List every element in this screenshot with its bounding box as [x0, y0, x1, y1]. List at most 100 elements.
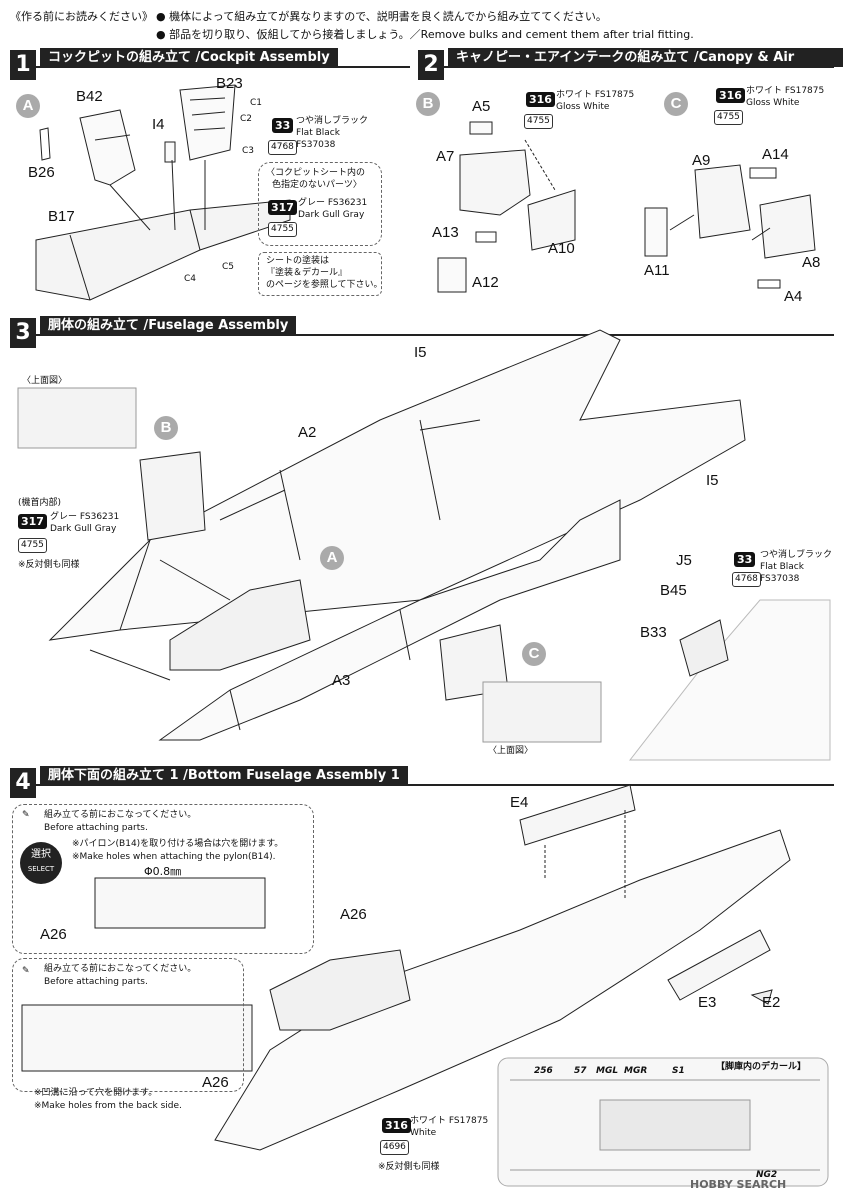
part-e4: E4 — [510, 794, 529, 811]
step1-seat-note-2: 『塗装＆デカール』 — [266, 268, 348, 278]
step4-paint-en: White — [410, 1128, 437, 1138]
decal-s1: S1 — [672, 1066, 685, 1076]
step1-paint1-number: 33 — [272, 118, 294, 133]
part-a12: A12 — [472, 274, 499, 291]
part-b17: B17 — [48, 208, 75, 225]
step3-paint1-number: 317 — [18, 514, 47, 529]
part-a9: A9 — [692, 152, 711, 169]
part-a26: A26 — [340, 906, 367, 923]
step2-paint-c-jp: ホワイト FS17875 — [746, 86, 825, 96]
step4-paint-code: 4696 — [380, 1140, 409, 1155]
step1-seat-note-box — [258, 252, 382, 296]
step1-unspecified-parts-box — [258, 162, 382, 246]
part-b26: B26 — [28, 164, 55, 181]
step1-paint1-jp: つや消しブラック — [296, 116, 369, 126]
part-a13: A13 — [432, 224, 459, 241]
step4-pre-assembly-box-1 — [12, 804, 314, 954]
step3-paint2-code: 4768 — [732, 572, 761, 587]
step1-number: 1 — [10, 50, 36, 80]
decal-inset-title: 【脚庫内のデカール】 — [716, 1062, 807, 1072]
tool-icon-2: ✎ — [22, 966, 30, 976]
step2-title: キャノピー・エアインテークの組み立て /Canopy & Air Intake … — [448, 48, 843, 82]
part-c2: C2 — [240, 114, 253, 124]
step1-seat-note-1: シートの塗装は — [266, 256, 330, 266]
step1-title: コックピットの組み立て /Cockpit Assembly — [40, 48, 338, 67]
part-b42: B42 — [76, 88, 103, 105]
part-a3: A3 — [332, 672, 351, 689]
step4-paint-jp: ホワイト FS17875 — [410, 1116, 489, 1126]
part-a2: A2 — [298, 424, 317, 441]
decal-256: 256 — [534, 1066, 553, 1076]
step3-nose-interior-label: (機首内部) — [18, 498, 62, 508]
part-a26-box1: A26 — [40, 926, 67, 943]
step4-box1-note-en: ※Make holes when attaching the pylon(B14… — [72, 852, 276, 862]
step1-paint2-jp: グレー FS36231 — [298, 198, 368, 208]
part-a14: A14 — [762, 146, 789, 163]
step1-paint2-number: 317 — [268, 200, 297, 215]
step3-paint1-code: 4755 — [18, 538, 47, 553]
step3-subassembly-b-marker: B — [154, 416, 178, 440]
step2-paint-b-en: Gloss White — [556, 102, 610, 112]
step3-paint2-number: 33 — [734, 552, 756, 567]
step4-paint-number: 316 — [382, 1118, 411, 1133]
tool-icon-1: ✎ — [22, 810, 30, 820]
part-i4: I4 — [152, 116, 165, 133]
step1-note-line1: 〈コクピットシート内の — [266, 168, 366, 178]
step4-box1-jp: 組み立てる前におこなってください。 — [44, 810, 197, 820]
part-a10: A10 — [548, 240, 575, 257]
select-badge-en: SELECT — [27, 865, 55, 873]
decal-57: 57 — [574, 1066, 587, 1076]
step3-subassembly-c-marker: C — [522, 642, 546, 666]
step3-paint1-jp: グレー FS36231 — [50, 512, 120, 522]
step1-paint1-code: 4768 — [268, 140, 297, 155]
select-badge: 選択 SELECT — [20, 842, 62, 884]
step4-box2-note-jp: ※凹溝に沿って穴を開けます。 — [34, 1088, 158, 1098]
step4-box2-en: Before attaching parts. — [44, 977, 148, 987]
part-b23: B23 — [216, 75, 243, 92]
step4-pre-assembly-box-2 — [12, 958, 244, 1092]
bullet-text-1: 機体によって組み立てが異なりますので、説明書を良く読んでから組み立ててください。 — [169, 10, 607, 23]
decal-ng2: NG2 — [756, 1170, 778, 1180]
step2-paint-c-code: 4755 — [714, 110, 743, 125]
read-before-note: 《作る前にお読みください》 — [10, 10, 153, 23]
step3-paint2-en: Flat Black — [760, 562, 804, 572]
step3-paint2-jp: つや消しブラック — [760, 550, 833, 560]
part-a8: A8 — [802, 254, 821, 271]
step4-box1-note-jp: ※パイロン(B14)を取り付ける場合は穴を開けます。 — [72, 839, 284, 849]
part-c1: C1 — [250, 98, 263, 108]
step3-paint2-fs: FS37038 — [760, 574, 800, 584]
decal-mgr: MGR — [624, 1066, 648, 1076]
select-badge-jp: 選択 — [31, 849, 51, 860]
part-b33: B33 — [640, 624, 667, 641]
step1-note-line2: 色指定のないパーツ〉 — [272, 180, 362, 190]
step2-paint-b-code: 4755 — [524, 114, 553, 129]
step2-paint-b-number: 316 — [526, 92, 555, 107]
part-a7: A7 — [436, 148, 455, 165]
step3-number: 3 — [10, 318, 36, 348]
step1-paint1-fs: FS37038 — [296, 140, 336, 150]
step4-box2-note-en: ※Make holes from the back side. — [34, 1101, 182, 1111]
step2-number: 2 — [418, 50, 444, 80]
part-a11: A11 — [644, 262, 670, 279]
watermark: HOBBY SEARCH — [690, 1178, 787, 1191]
step3-top-view-label-2: 〈上面図〉 — [488, 746, 534, 756]
step2-subassembly-c-marker: C — [664, 92, 688, 116]
step1-paint1-en: Flat Black — [296, 128, 340, 138]
step4-box1-en: Before attaching parts. — [44, 823, 148, 833]
part-j5: J5 — [676, 552, 692, 569]
part-a26-box2: A26 — [202, 1074, 229, 1091]
part-e3: E3 — [698, 994, 717, 1011]
part-a4: A4 — [784, 288, 803, 305]
step4-paint-note: ※反対側も同様 — [378, 1162, 440, 1172]
step3-paint1-en: Dark Gull Gray — [50, 524, 117, 534]
part-c5: C5 — [222, 262, 235, 272]
step3-subassembly-a-marker: A — [320, 546, 344, 570]
instruction-bullet-2: ● 部品を切り取り、仮組してから接着しましょう。／Remove bulks an… — [156, 28, 694, 41]
step1-seat-note-3: のページを参照して下さい。 — [266, 280, 383, 290]
part-i5-top: I5 — [414, 344, 427, 361]
part-a5: A5 — [472, 98, 491, 115]
step2-paint-c-en: Gloss White — [746, 98, 800, 108]
step4-number: 4 — [10, 768, 36, 798]
part-e2: E2 — [762, 994, 781, 1011]
